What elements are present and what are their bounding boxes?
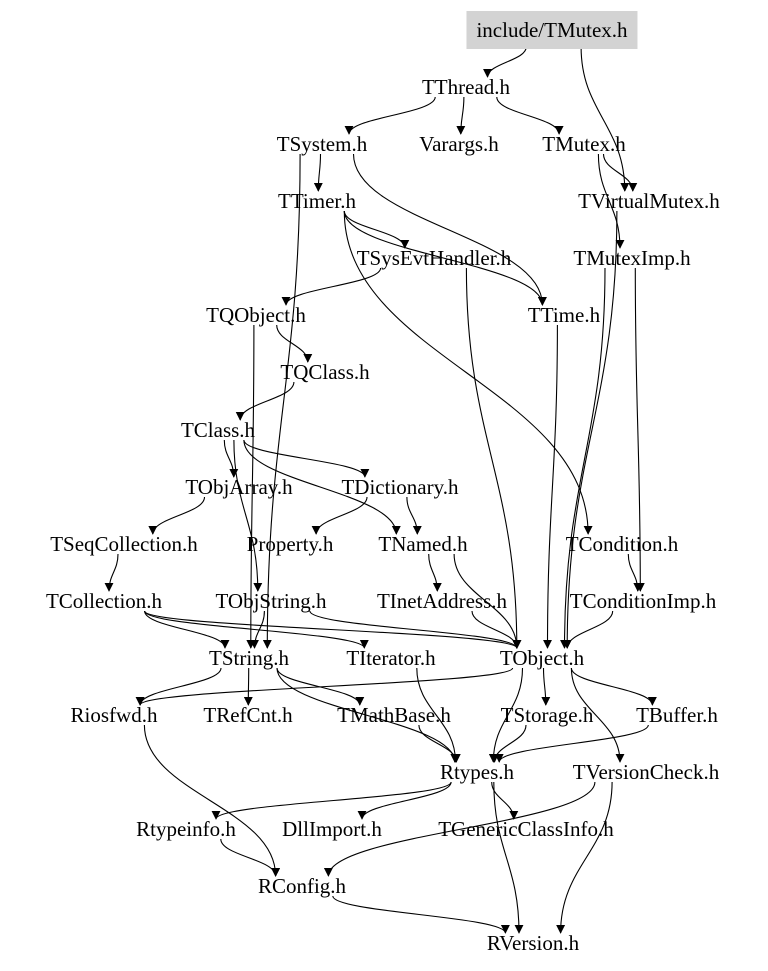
node-tmathbase[interactable]: TMathBase.h	[337, 703, 451, 727]
node-tstring[interactable]: TString.h	[209, 646, 289, 670]
node-tconditionimp[interactable]: TConditionImp.h	[569, 589, 717, 613]
edge-tmuteximp-to-tconditionimp	[634, 267, 645, 592]
node-titerator[interactable]: TIterator.h	[346, 646, 436, 670]
edge-include-tmutex-to-tthread	[483, 46, 527, 78]
edge-tsystem-to-ttimer	[313, 153, 323, 192]
edge-tversioncheck-to-rversion	[556, 781, 613, 934]
edge-tsysevthandler-to-tobject	[465, 267, 522, 649]
edge-tnamed-to-tinetaddress	[428, 553, 442, 592]
edge-rtypes-to-rversion	[493, 781, 524, 934]
node-tmuteximp[interactable]: TMutexImp.h	[573, 246, 691, 270]
edge-tsystem-to-ttime	[352, 153, 547, 306]
edge-ttimer-to-ttime	[343, 210, 547, 306]
edge-tobjarray-to-tseqcollection	[148, 496, 206, 535]
edge-tclass-to-tobjarray	[223, 439, 239, 478]
node-varargs[interactable]: Varargs.h	[419, 132, 499, 156]
node-tobjarray[interactable]: TObjArray.h	[185, 475, 293, 499]
edge-tcollection-to-titerator	[144, 610, 369, 649]
node-tinetaddress[interactable]: TInetAddress.h	[376, 589, 508, 613]
node-rtypeinfo[interactable]: Rtypeinfo.h	[136, 817, 236, 841]
node-rtypes[interactable]: Rtypes.h	[439, 760, 515, 784]
edge-tqobject-to-tqclass	[276, 324, 313, 363]
edge-tobject-to-tstorage	[541, 667, 551, 706]
edge-tobjstring-to-tstring	[250, 610, 265, 649]
node-include-tmutex[interactable]: include/TMutex.h	[466, 11, 638, 49]
edge-include-tmutex-to-tvirtualmutex	[580, 46, 630, 192]
node-tthread[interactable]: TThread.h	[421, 75, 511, 99]
edge-tversioncheck-to-rconfig	[323, 781, 596, 877]
edge-tinetaddress-to-tobject	[471, 610, 522, 649]
node-tcondition[interactable]: TCondition.h	[565, 532, 679, 556]
edge-tmutex-to-tvirtualmutex	[602, 153, 638, 192]
node-trefcnt[interactable]: TRefCnt.h	[203, 703, 293, 727]
node-tobjstring[interactable]: TObjString.h	[215, 589, 327, 613]
edge-tsysevthandler-to-tqobject	[281, 267, 382, 306]
edge-tmathbase-to-rtypes	[418, 724, 461, 763]
node-property[interactable]: Property.h	[246, 532, 334, 556]
edge-tthread-to-varargs	[456, 96, 466, 135]
edge-tclass-to-tnamed	[243, 439, 401, 535]
node-rconfig[interactable]: RConfig.h	[257, 874, 347, 898]
node-dllimport[interactable]: DllImport.h	[282, 817, 382, 841]
node-tstorage[interactable]: TStorage.h	[500, 703, 594, 727]
edge-tbuffer-to-rtypes	[494, 724, 649, 763]
edge-tsystem-to-tstring	[262, 153, 301, 649]
edge-tqobject-to-tstring	[246, 324, 256, 649]
edge-tmutex-to-tmuteximp	[597, 153, 625, 249]
edge-tthread-to-tsystem	[344, 96, 436, 135]
edge-tnamed-to-tobject	[453, 553, 522, 649]
node-tqobject[interactable]: TQObject.h	[206, 303, 306, 327]
edge-tconditionimp-to-tobject	[562, 610, 614, 649]
node-tobject[interactable]: TObject.h	[499, 646, 585, 670]
node-tvirtualmutex[interactable]: TVirtualMutex.h	[578, 189, 720, 213]
edge-tvirtualmutex-to-tobject	[562, 210, 618, 649]
edge-tmuteximp-to-tobject	[560, 267, 606, 649]
edge-tobjstring-to-tobject	[309, 610, 522, 649]
edge-tthread-to-tmutex	[496, 96, 564, 135]
edge-rtypes-to-dllimport	[357, 781, 452, 820]
edge-rtypeinfo-to-rconfig	[220, 838, 281, 877]
edge-tobject-to-tbuffer	[570, 667, 657, 706]
node-riosfwd[interactable]: Riosfwd.h	[70, 703, 158, 727]
edge-ttimer-to-tsysevthandler	[343, 210, 410, 249]
node-rversion[interactable]: RVersion.h	[486, 931, 580, 955]
edge-tcondition-to-tconditionimp	[627, 553, 643, 592]
node-tqclass[interactable]: TQClass.h	[280, 360, 370, 384]
edge-tclass-to-tobjstring	[233, 439, 263, 592]
node-tclass[interactable]: TClass.h	[180, 418, 256, 442]
edge-tobject-to-tversioncheck	[570, 667, 625, 763]
edge-rtypes-to-tgenericclassinfo	[491, 781, 519, 820]
edge-ttimer-to-tcondition	[343, 210, 593, 535]
node-tdictionary[interactable]: TDictionary.h	[341, 475, 459, 499]
edge-rconfig-to-rversion	[332, 895, 510, 934]
node-tnamed[interactable]: TNamed.h	[378, 532, 468, 556]
edge-tobject-to-riosfwd	[135, 667, 514, 706]
edge-tcollection-to-tstring	[144, 610, 230, 649]
node-tseqcollection[interactable]: TSeqCollection.h	[50, 532, 198, 556]
edge-tobject-to-rtypes	[488, 667, 524, 763]
edge-tstorage-to-rtypes	[490, 724, 527, 763]
edge-riosfwd-to-rconfig	[143, 724, 281, 877]
edge-tdictionary-to-tnamed	[406, 496, 422, 535]
edge-tcollection-to-tobject	[144, 610, 522, 649]
edge-rtypes-to-rtypeinfo	[211, 781, 452, 820]
edge-ttime-to-tobject	[543, 324, 558, 649]
node-tsysevthandler[interactable]: TSysEvtHandler.h	[356, 246, 512, 270]
edge-tdictionary-to-property	[311, 496, 368, 535]
edge-tstring-to-rtypes	[276, 667, 460, 763]
node-ttime[interactable]: TTime.h	[527, 303, 601, 327]
edge-tseqcollection-to-tcollection	[104, 553, 119, 592]
node-tsystem[interactable]: TSystem.h	[276, 132, 368, 156]
edge-tstring-to-riosfwd	[135, 667, 222, 706]
edge-tclass-to-tdictionary	[243, 439, 370, 478]
node-ttimer[interactable]: TTimer.h	[278, 189, 356, 213]
node-tversioncheck[interactable]: TVersionCheck.h	[572, 760, 720, 784]
node-tcollection[interactable]: TCollection.h	[45, 589, 163, 613]
node-tgenericclassinfo[interactable]: TGenericClassInfo.h	[438, 817, 614, 841]
node-tbuffer[interactable]: TBuffer.h	[636, 703, 718, 727]
edge-tqclass-to-tclass	[235, 381, 295, 421]
node-tmutex[interactable]: TMutex.h	[542, 132, 626, 156]
